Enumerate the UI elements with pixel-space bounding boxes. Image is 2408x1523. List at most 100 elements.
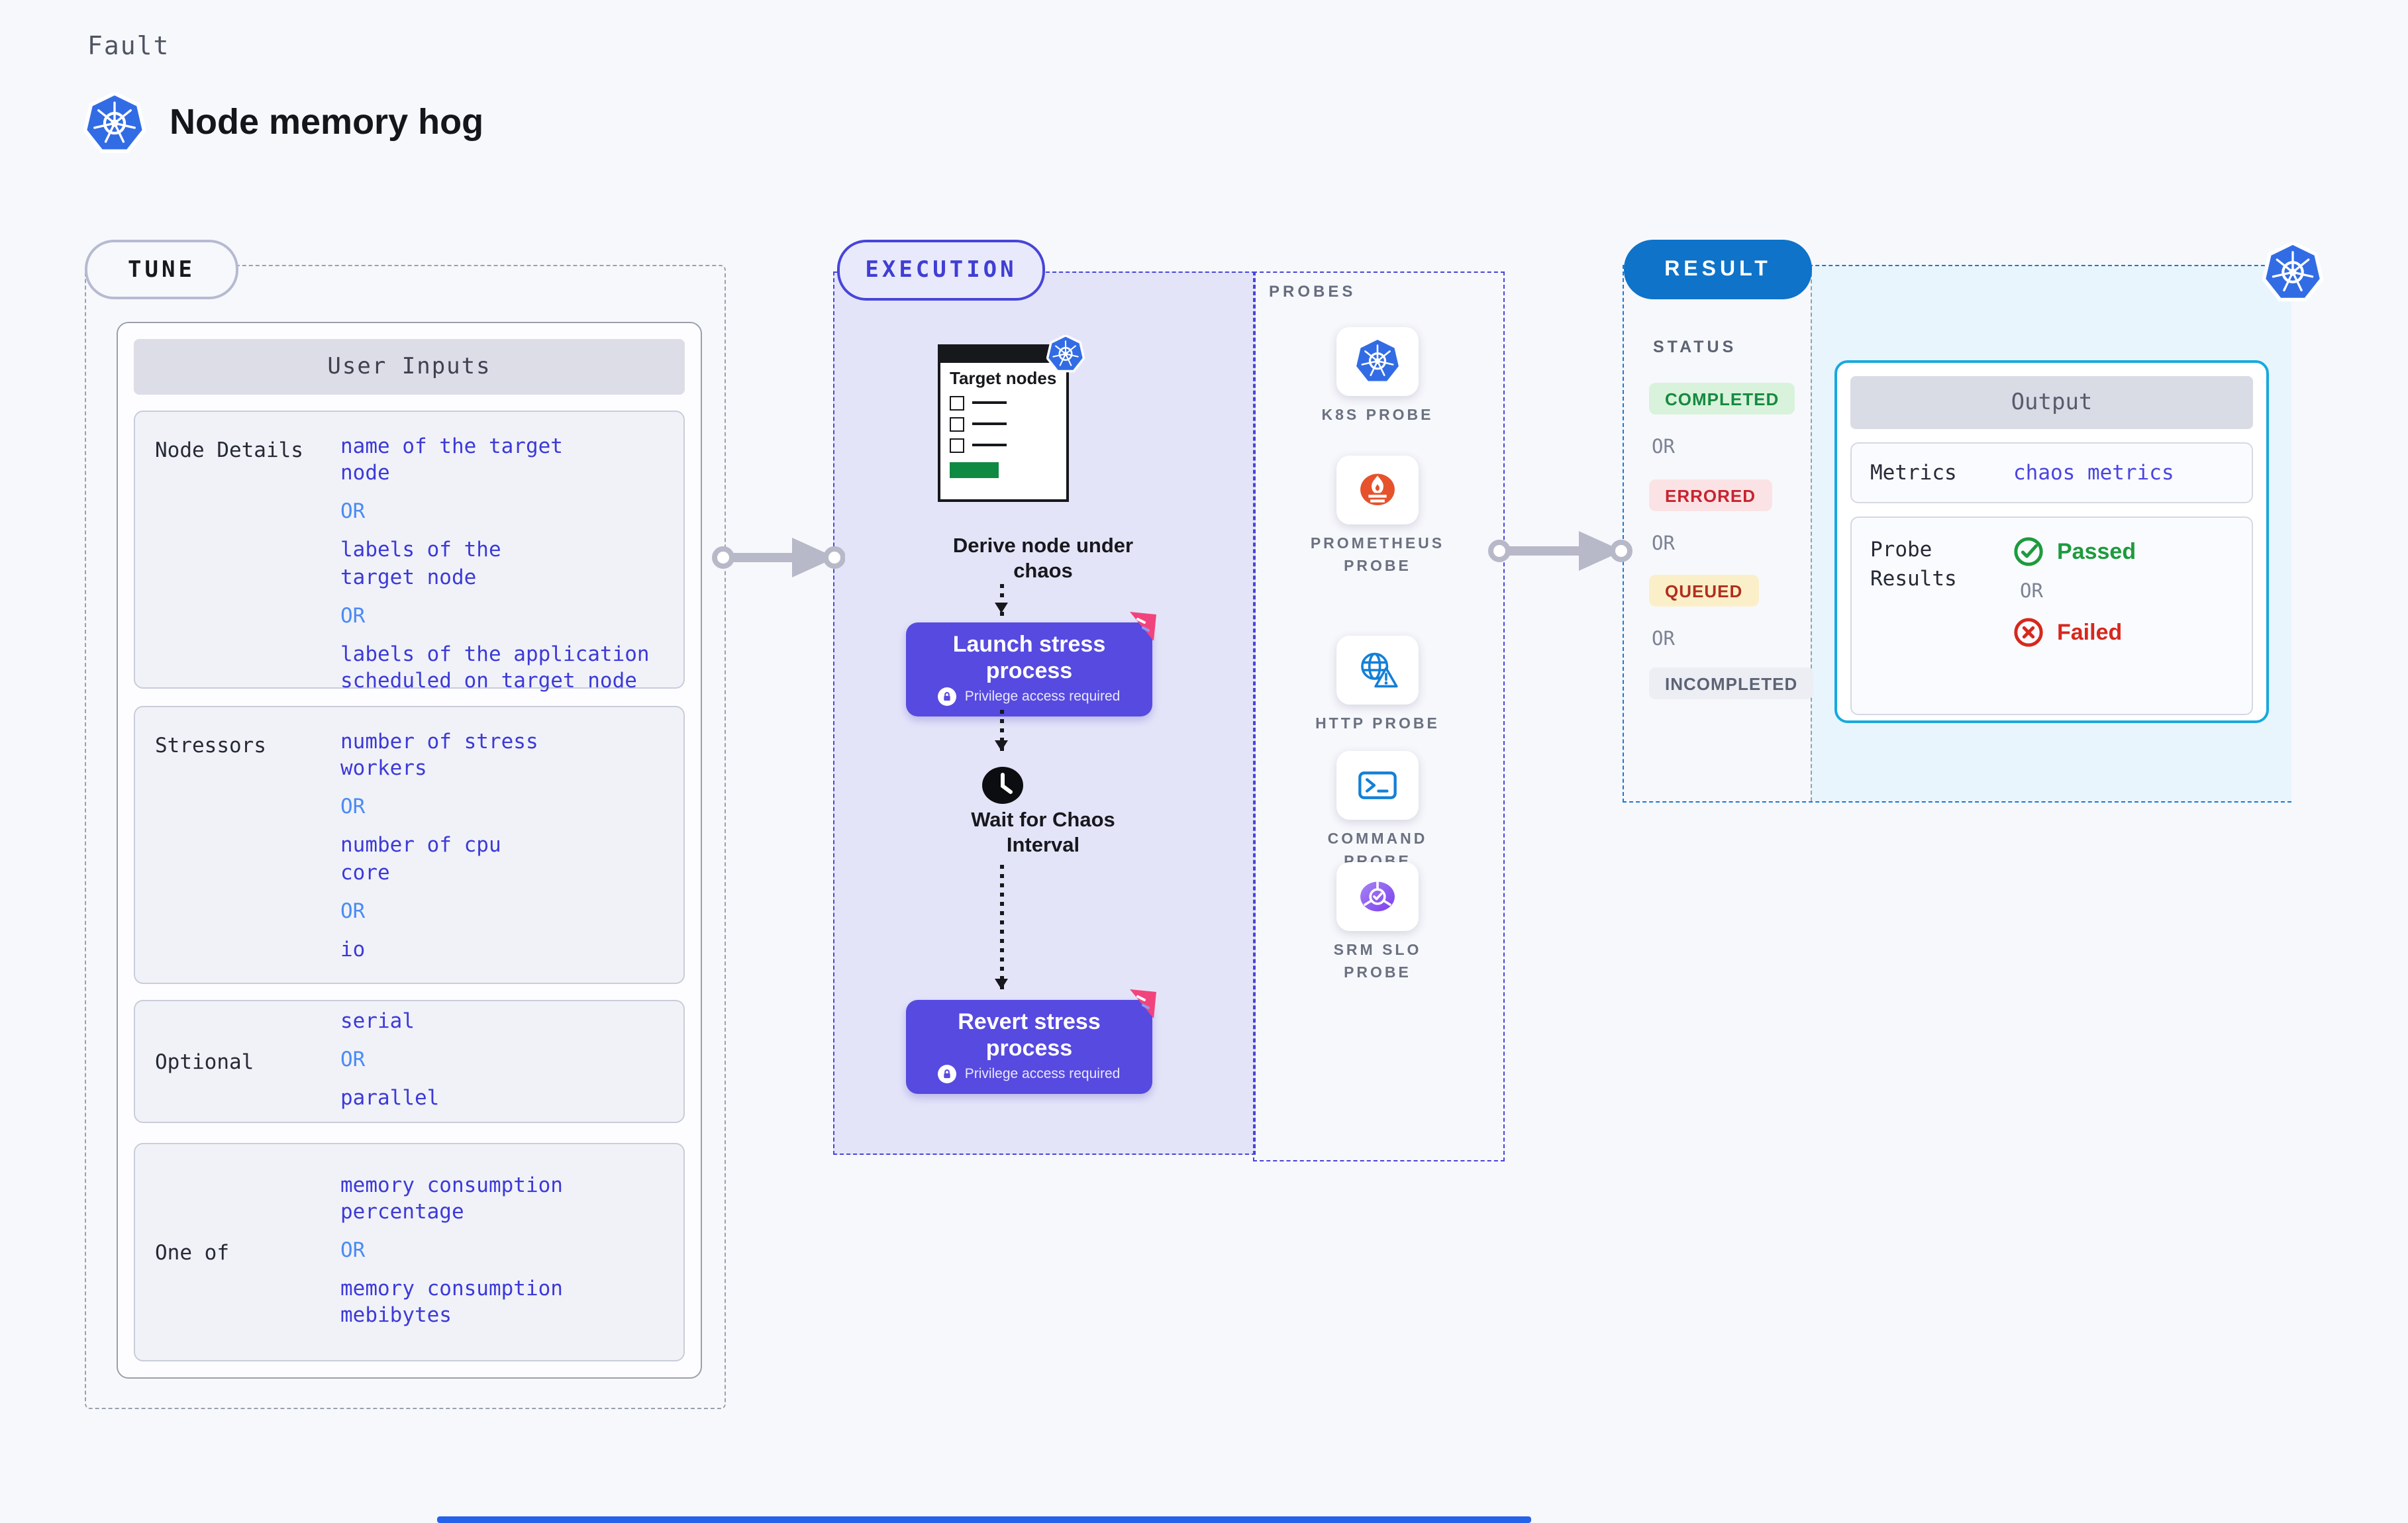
or-separator: OR — [340, 603, 366, 628]
tune-pill: TUNE — [85, 240, 238, 299]
metrics-value: chaos metrics — [2013, 461, 2174, 485]
command-probe-icon — [1336, 751, 1419, 820]
row-values: number of stress workers OR number of cp… — [330, 707, 683, 983]
probe-result-passed: Passed — [2013, 536, 2233, 567]
result-pill: RESULT — [1624, 240, 1812, 299]
row-values: name of the target node OR labels of the… — [330, 412, 683, 693]
probe-label: HTTP PROBE — [1315, 716, 1440, 732]
metrics-label: Metrics — [1870, 461, 1957, 485]
input-value: name of the target node — [340, 434, 563, 485]
status-title: STATUS — [1653, 338, 1737, 356]
tune-panel — [85, 265, 726, 1409]
input-value: memory consumption mebibytes — [340, 1277, 563, 1328]
probes-title: PROBES — [1269, 282, 1356, 301]
input-value: parallel — [340, 1086, 440, 1110]
line-placeholder — [972, 422, 1007, 426]
revert-stress-process-step: Revert stress process Privilege access r… — [906, 989, 1156, 1095]
or-separator: OR — [340, 795, 366, 819]
metrics-row: Metrics chaos metrics — [1850, 442, 2253, 503]
or-separator: OR — [1652, 534, 1675, 555]
user-inputs-header: User Inputs — [134, 339, 685, 395]
or-separator: OR — [1652, 629, 1675, 650]
check-circle-icon — [2014, 537, 2043, 566]
node-list-item — [950, 417, 1057, 432]
dotted-arrow-icon — [995, 584, 1007, 617]
progress-bar — [950, 462, 999, 478]
probe-command: COMMAND PROBE — [1270, 751, 1485, 873]
input-value: io — [340, 937, 366, 961]
table-row: Stressors number of stress workers OR nu… — [134, 706, 685, 984]
k8s-probe-icon — [1336, 327, 1419, 396]
checkbox-icon — [950, 417, 964, 432]
execution-pill: EXECUTION — [837, 240, 1045, 301]
chaos-corner-icon — [1130, 612, 1156, 641]
or-separator: OR — [340, 899, 366, 923]
http-probe-icon — [1336, 636, 1419, 705]
dotted-arrow-icon — [995, 710, 1007, 755]
probe-results-label: Probe Results — [1870, 538, 1957, 591]
step-wait-interval: Wait for Chaos Interval — [971, 809, 1115, 858]
checkbox-icon — [950, 438, 964, 453]
fault-kicker: Fault — [87, 32, 170, 61]
input-value: memory consumption percentage — [340, 1173, 563, 1224]
or-separator: OR — [2020, 581, 2043, 603]
probe-prometheus: PROMETHEUS PROBE — [1270, 456, 1485, 578]
x-circle-icon — [2014, 618, 2043, 647]
kubernetes-icon — [2262, 242, 2323, 303]
user-inputs-card: User Inputs Node Details name of the tar… — [117, 322, 702, 1379]
probe-label: SRM SLO PROBE — [1333, 943, 1422, 981]
row-label: Optional — [155, 1050, 254, 1073]
or-separator: OR — [1652, 437, 1675, 458]
flow-arrow-tune-to-execution — [712, 538, 845, 577]
clock-icon — [982, 767, 1023, 804]
probe-results-row: Probe Results Passed OR Failed — [1850, 516, 2253, 715]
node-list-item — [950, 438, 1057, 453]
probe-label: K8S PROBE — [1321, 408, 1434, 424]
bottom-scroll-indicator — [437, 1516, 1531, 1523]
row-label: One of — [155, 1240, 229, 1264]
or-separator: OR — [340, 1047, 366, 1071]
lock-icon — [938, 687, 957, 707]
privilege-label: Privilege access required — [964, 689, 1121, 705]
passed-label: Passed — [2057, 538, 2136, 564]
step-label: Revert stress process — [958, 1009, 1101, 1061]
probe-http: HTTP PROBE — [1270, 636, 1485, 736]
step-label: Launch stress process — [952, 632, 1106, 684]
launch-stress-process-step: Launch stress process Privilege access r… — [906, 612, 1156, 717]
input-value: number of cpu core — [340, 833, 501, 885]
privilege-note: Privilege access required — [906, 687, 1152, 707]
node-list-item — [950, 395, 1057, 411]
page-title: Node memory hog — [170, 102, 484, 142]
line-placeholder — [972, 444, 1007, 447]
status-badge-incompleted: INCOMPLETED — [1649, 667, 1814, 699]
input-value: labels of the application scheduled on t… — [340, 642, 650, 693]
dotted-arrow-icon — [995, 865, 1007, 993]
or-separator: OR — [340, 1238, 366, 1262]
srm-slo-probe-icon — [1336, 862, 1419, 931]
input-value: serial — [340, 1008, 415, 1033]
flow-arrow-execution-to-result — [1488, 531, 1632, 571]
probe-k8s: K8S PROBE — [1270, 327, 1485, 427]
checkbox-icon — [950, 395, 964, 411]
row-label: Node Details — [155, 438, 303, 462]
output-card: Output Metrics chaos metrics Probe Resul… — [1834, 360, 2269, 723]
target-nodes-card: Target nodes — [938, 335, 1085, 502]
kubernetes-icon — [83, 93, 146, 155]
failed-label: Failed — [2057, 619, 2123, 644]
input-value: labels of the target node — [340, 538, 501, 589]
output-header: Output — [1850, 376, 2253, 429]
table-row: Optional serial OR parallel — [134, 1000, 685, 1123]
lock-icon — [938, 1065, 957, 1084]
prometheus-probe-icon — [1336, 456, 1419, 524]
probe-result-failed: Failed — [2013, 617, 2233, 648]
target-card-title: Target nodes — [950, 368, 1057, 388]
probe-srm-slo: SRM SLO PROBE — [1270, 862, 1485, 985]
chaos-corner-icon — [1130, 989, 1156, 1018]
table-row: Node Details name of the target node OR … — [134, 411, 685, 693]
privilege-note: Privilege access required — [906, 1065, 1152, 1084]
row-label: Stressors — [155, 734, 266, 758]
row-values: serial OR parallel — [330, 987, 683, 1137]
kubernetes-icon — [1046, 335, 1085, 373]
probes-panel — [1253, 271, 1505, 1161]
